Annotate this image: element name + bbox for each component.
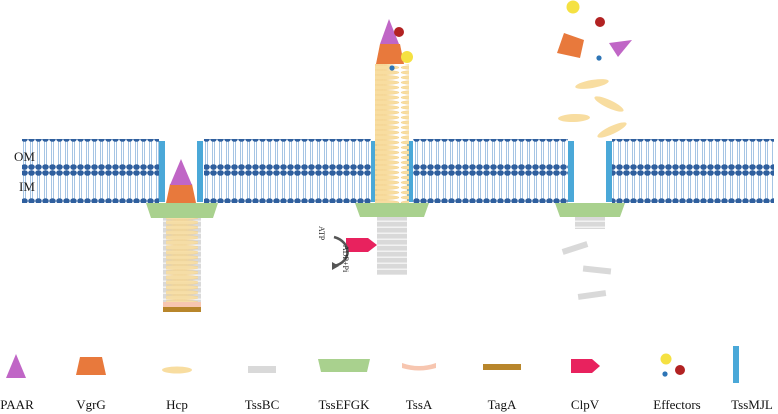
effector-yellow xyxy=(566,0,580,14)
im-segment xyxy=(22,169,159,203)
legend-tssmjl-icon xyxy=(733,346,739,383)
atp-label: ATP xyxy=(317,226,326,241)
effector-blue xyxy=(596,55,602,61)
legend-label-hcp: Hcp xyxy=(166,397,188,412)
paar-released xyxy=(609,40,632,57)
legend-label-taga: TagA xyxy=(487,397,517,412)
legend-label-effectors: Effectors xyxy=(653,397,701,412)
legend-vgrg-icon xyxy=(76,357,106,375)
tssbc-fragment xyxy=(575,217,605,229)
t6ss-firing-state: ATP ADP+Pi xyxy=(317,19,429,275)
legend-label-vgrg: VgrG xyxy=(76,397,106,412)
tssbc-fragment xyxy=(561,241,589,255)
legend-taga-icon xyxy=(483,364,521,370)
tssefgk-baseplate xyxy=(355,203,429,217)
legend-effector-red-icon xyxy=(675,365,685,375)
om-segment xyxy=(612,139,774,173)
legend-effector-yellow-icon xyxy=(660,353,672,365)
hcp-ring xyxy=(575,79,609,89)
t6ss-extended-state xyxy=(146,141,218,312)
effector-red xyxy=(595,17,605,27)
atp-cycle-arrow xyxy=(333,235,349,268)
tssmjl-pillar xyxy=(407,141,413,202)
hcp-ring xyxy=(594,96,624,112)
im-segment xyxy=(413,169,568,203)
vgrg-spike xyxy=(166,184,196,203)
effector-blue xyxy=(389,65,395,71)
tssefgk-baseplate xyxy=(146,203,218,218)
legend-tssefgk-icon xyxy=(318,359,370,372)
legend-label-tssa: TssA xyxy=(405,397,433,412)
tssmjl-pillar xyxy=(197,141,203,202)
tssmjl-pillar xyxy=(606,141,612,202)
tssmjl-pillar xyxy=(371,141,377,202)
tssmjl-pillar xyxy=(159,141,165,202)
effector-yellow xyxy=(401,51,413,63)
om-label: OM xyxy=(14,149,35,164)
tssmjl-pillar xyxy=(568,141,574,202)
tssbc-contracted-sheath xyxy=(377,217,407,275)
inner-membrane xyxy=(22,169,774,203)
legend-label-clpv: ClpV xyxy=(570,397,600,412)
legend-clpv-icon xyxy=(571,359,600,373)
legend-tssa-icon xyxy=(402,363,436,371)
om-segment xyxy=(22,139,159,173)
im-segment xyxy=(204,169,371,203)
vgrg-released xyxy=(557,33,584,58)
hcp-tube xyxy=(375,64,409,204)
taga-bar xyxy=(163,307,201,312)
legend-label-paar: PAAR xyxy=(0,397,34,412)
tssbc-fragment xyxy=(582,265,612,275)
t6ss-recycling-state xyxy=(555,0,632,300)
legend-tssbc-icon xyxy=(248,366,276,373)
om-segment xyxy=(204,139,371,173)
adp-label: ADP+Pi xyxy=(341,245,350,273)
legend-paar-icon xyxy=(6,354,26,378)
hcp-ring xyxy=(597,122,627,138)
legend-label-tssbc: TssBC xyxy=(244,397,280,412)
vgrg-spike xyxy=(376,44,404,64)
tssefgk-baseplate xyxy=(555,203,625,217)
legend-hcp-icon xyxy=(162,366,192,374)
legend-label-tssefgk: TssEFGK xyxy=(318,397,370,412)
clpv-atpase xyxy=(346,238,377,252)
outer-membrane xyxy=(22,139,774,173)
paar-tip xyxy=(380,19,399,44)
legend-label-tssmjl: TssMJL xyxy=(731,397,773,412)
tssbc-fragment xyxy=(577,290,607,300)
legend xyxy=(6,346,739,383)
im-segment xyxy=(612,169,774,203)
hcp-ring xyxy=(558,113,590,123)
paar-tip xyxy=(170,159,192,185)
im-label: IM xyxy=(19,179,35,194)
om-segment xyxy=(413,139,568,173)
effector-red xyxy=(394,27,404,37)
hcp-tube xyxy=(166,218,198,303)
tssa-cap xyxy=(163,302,201,307)
atp-cycle-arrowhead xyxy=(332,262,339,270)
legend-effector-blue-icon xyxy=(662,371,668,377)
